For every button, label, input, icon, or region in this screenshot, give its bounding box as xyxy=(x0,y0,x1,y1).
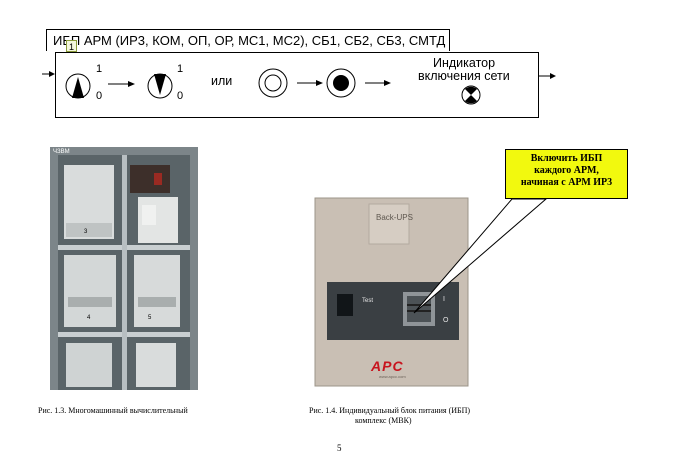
scheme-graphics xyxy=(42,68,556,105)
apc-logo: APC xyxy=(371,358,404,374)
callout-line-1: Включить ИБП xyxy=(530,153,603,164)
test-label: Test xyxy=(362,298,374,304)
switch-off-label-off: 0 xyxy=(96,90,103,102)
indicator-label-line1: Индикатор xyxy=(433,56,496,70)
incoming-arrow xyxy=(42,71,55,77)
button-released-icon xyxy=(258,68,288,98)
unit-3-label: 3 xyxy=(84,229,88,235)
computing-cabinet-photo: ЧЗВМ 3 4 5 xyxy=(50,147,198,390)
network-indicator-lamp-icon xyxy=(461,85,481,105)
unit-5-label: 5 xyxy=(148,315,152,321)
apc-logo-url: www.apcc.com xyxy=(379,374,406,379)
callout-line-3: начиная с АРМ ИР3 xyxy=(520,177,613,188)
ups-brand-label: Back-UPS xyxy=(376,213,413,222)
scheme-title: ИБП АРМ (ИР3, КОМ, ОП, ОР, МС1, МС2), СБ… xyxy=(46,29,451,51)
power-off-mark: O xyxy=(443,317,449,324)
page-number: 5 xyxy=(337,443,342,453)
switch-on-label-off: 0 xyxy=(177,90,184,102)
switch-off-label-on: 1 xyxy=(96,63,103,75)
or-label: или xyxy=(211,74,233,88)
cabinet-illustration xyxy=(50,147,198,390)
button-pressed-icon xyxy=(326,68,356,98)
callout-note: Включить ИБП каждого АРМ, начиная с АРМ … xyxy=(505,149,628,199)
arrow-right-icon xyxy=(365,80,391,86)
arrow-right-icon xyxy=(297,80,323,86)
figure-2-caption-line2: комплекс (МВК) xyxy=(355,416,412,425)
switch-off-icon xyxy=(65,73,91,99)
outgoing-arrow xyxy=(539,73,556,79)
cabinet-tag-label: ЧЗВМ xyxy=(53,149,70,155)
switch-on-label-on: 1 xyxy=(177,63,184,75)
unit-4-label: 4 xyxy=(87,315,91,321)
scheme-frame xyxy=(55,52,539,118)
callout-line-2: каждого АРМ, xyxy=(534,165,599,176)
power-on-mark: I xyxy=(443,296,445,303)
step-number-badge: 1 xyxy=(66,40,77,52)
figure-1-caption: Рис. 1.3. Многомашинный вычислительный xyxy=(38,406,188,415)
ups-front-panel-photo: Back-UPS Test I O APC www.apcc.com xyxy=(313,196,470,390)
switch-on-icon xyxy=(147,73,173,99)
figure-2-caption-line1: Рис. 1.4. Индивидуальный блок питания (И… xyxy=(309,406,471,415)
indicator-label-line2: включения сети xyxy=(418,69,510,83)
arrow-right-icon xyxy=(108,81,135,87)
ups-illustration xyxy=(313,196,470,390)
